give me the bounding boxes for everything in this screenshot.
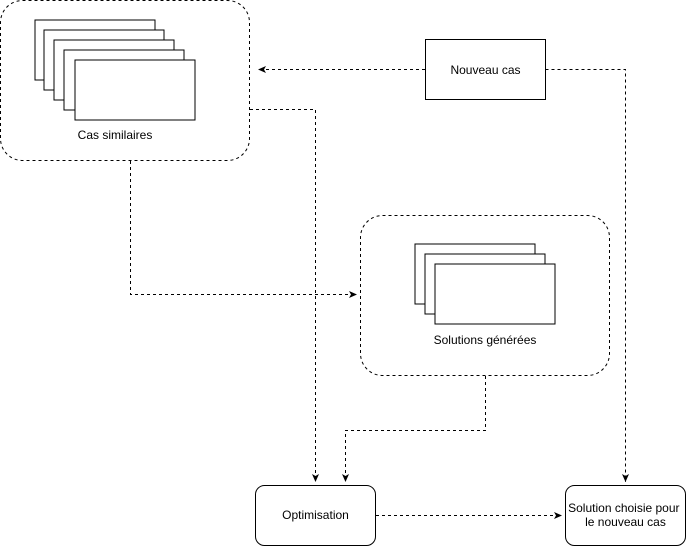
- nouveau-cas-box: [425, 39, 546, 100]
- solution-choisie-label-line1: Solution choisie pour: [568, 501, 679, 515]
- edge-cas-similaires-to-optimisation: [250, 109, 319, 482]
- solutions-generees-label: Solutions générées: [434, 333, 537, 347]
- cas-similaires-label: Cas similaires: [78, 128, 153, 142]
- nouveau-cas-label: Nouveau cas: [450, 63, 520, 77]
- edge-nouveau-cas-to-solution-choisie: [545, 69, 629, 482]
- nouveau-cas-node: Nouveau cas: [425, 39, 546, 100]
- optimisation-label: Optimisation: [282, 508, 349, 522]
- edge-solutions-generees-to-optimisation: [342, 376, 486, 482]
- solution-choisie-node: Solution choisie pour le nouveau cas: [565, 485, 686, 546]
- solution-choisie-label-line2: le nouveau cas: [585, 515, 666, 529]
- solution-choisie-label: Solution choisie pour le nouveau cas: [568, 501, 683, 529]
- edge-cas-similaires-to-solutions-generees: [130, 161, 357, 298]
- solutions-generees-stack-icon: [414, 243, 556, 325]
- cas-similaires-container: [0, 0, 250, 161]
- cas-similaires-stack-icon: [34, 19, 196, 121]
- optimisation-node: Optimisation: [255, 485, 376, 546]
- solutions-generees-container: [360, 215, 610, 376]
- solutions-generees-group: Solutions générées: [360, 215, 610, 376]
- cas-similaires-group: Cas similaires: [0, 0, 250, 161]
